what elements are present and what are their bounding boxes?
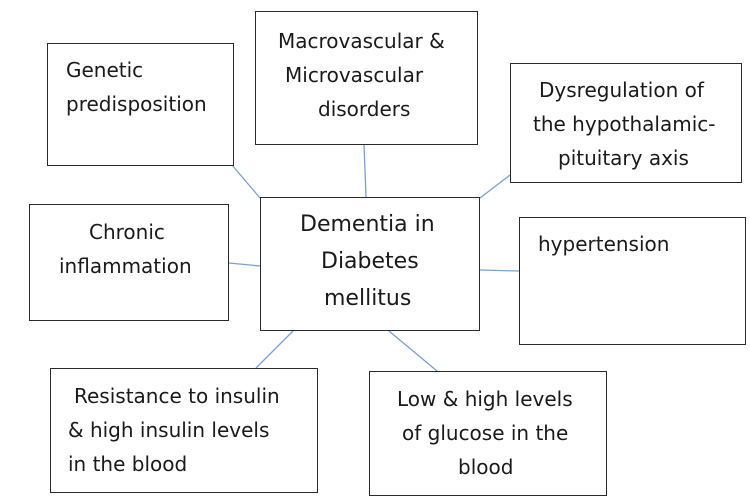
connector-genetic xyxy=(231,164,261,199)
node-text-line: & high insulin levels xyxy=(68,418,270,442)
center-text-line: Dementia in xyxy=(300,212,435,237)
node-text-line: blood xyxy=(458,455,514,479)
node-text-line: Microvascular xyxy=(285,63,424,87)
node-insulin-resistance: Resistance to insulin & high insulin lev… xyxy=(50,368,318,493)
node-genetic-predisposition: Genetic predisposition xyxy=(47,43,234,166)
node-text-line: Resistance to insulin xyxy=(74,384,280,408)
connector-hypertension xyxy=(479,269,520,272)
node-text-line: Macrovascular & xyxy=(278,29,445,53)
connector-vascular xyxy=(363,144,367,198)
node-text-line: of glucose in the xyxy=(402,421,569,445)
node-text-line: Low & high levels xyxy=(397,387,573,411)
connector-glucose xyxy=(388,330,438,372)
node-text-line: in the blood xyxy=(68,452,188,476)
node-text-line: predisposition xyxy=(66,92,207,116)
node-text-line: pituitary axis xyxy=(558,146,689,170)
center-text-line: mellitus xyxy=(324,286,412,311)
node-hpa-dysregulation: Dysregulation of the hypothalamic- pitui… xyxy=(510,63,742,183)
center-text-line: Diabetes xyxy=(321,249,419,274)
node-text-line: hypertension xyxy=(538,232,670,256)
node-center-dementia-diabetes: Dementia in Diabetes mellitus xyxy=(260,197,480,331)
connector-insulin xyxy=(255,330,294,369)
node-text-line: Chronic xyxy=(89,220,165,244)
node-hypertension: hypertension xyxy=(519,217,746,345)
node-vascular-disorders: Macrovascular & Microvascular disorders xyxy=(255,11,478,145)
node-text-line: inflammation xyxy=(59,254,192,278)
node-text-line: the hypothalamic- xyxy=(533,112,716,136)
node-glucose-levels: Low & high levels of glucose in the bloo… xyxy=(369,371,607,496)
node-text-line: disorders xyxy=(318,97,411,121)
connector-inflammation xyxy=(228,262,261,267)
node-chronic-inflammation: Chronic inflammation xyxy=(29,204,229,321)
node-text-line: Genetic xyxy=(66,58,144,82)
node-text-line: Dysregulation of xyxy=(539,78,704,102)
connector-hpa xyxy=(479,174,511,199)
